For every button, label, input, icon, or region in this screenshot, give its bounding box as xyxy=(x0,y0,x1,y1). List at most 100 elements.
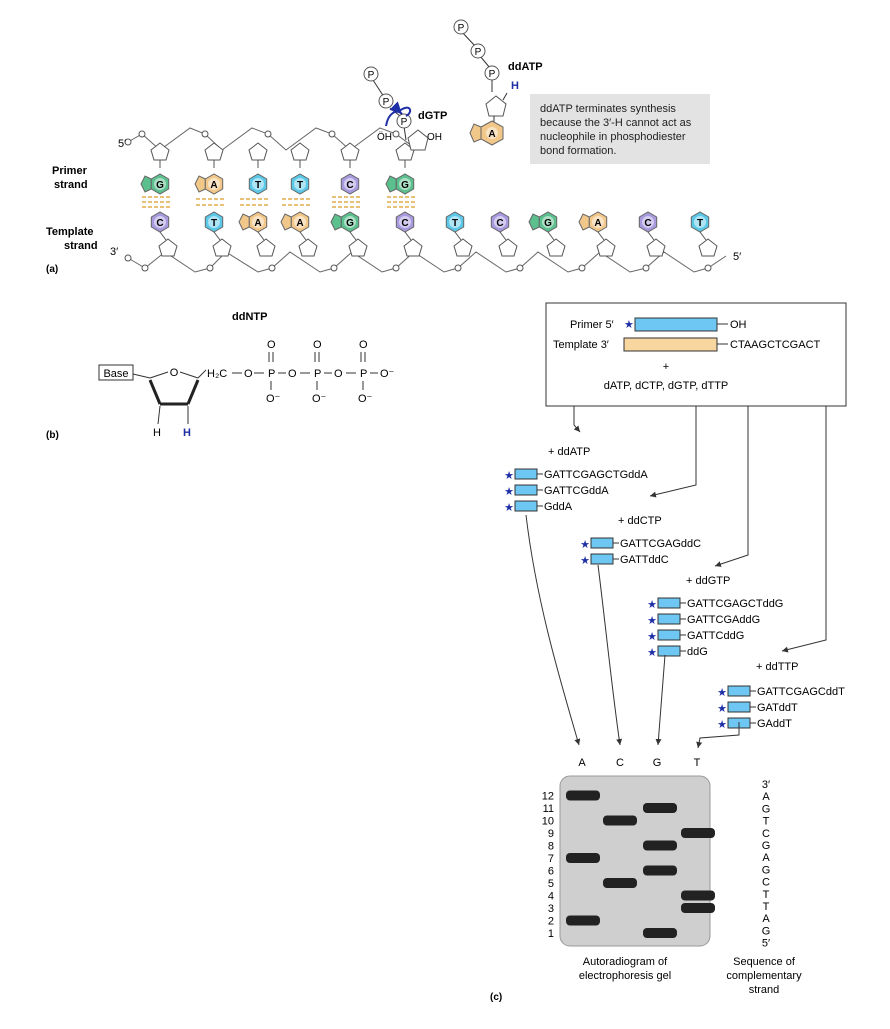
template-label: Template 3′ xyxy=(553,339,609,351)
sugar-ring xyxy=(546,238,566,257)
sugar-ring xyxy=(340,142,360,161)
sugar-ring xyxy=(248,142,268,161)
glycosidic-bond xyxy=(547,231,555,241)
sequence-letter: G xyxy=(762,803,771,815)
dntps-label: dATP, dCTP, dGTP, dTTP xyxy=(604,380,729,392)
sugar-ring xyxy=(596,238,616,257)
template-3prime-label: 3′ xyxy=(110,246,118,258)
base-letter: T xyxy=(255,180,261,191)
ddatp-base-pentagon xyxy=(469,123,482,143)
arrow-to-ddttp xyxy=(781,406,827,653)
template-strand-label-line1: Template xyxy=(46,226,93,238)
ddatp-phosphate-2-label: P xyxy=(475,47,482,58)
template-nucleotide: T xyxy=(690,211,718,257)
c4-c5-bond xyxy=(197,369,207,379)
attacking-oh-label: ÖH xyxy=(377,131,392,143)
primer-strand-label-line1: Primer xyxy=(52,165,88,177)
backbone-phosphate-node xyxy=(264,130,272,138)
ring-bond-o-c4 xyxy=(179,371,199,379)
gel-band xyxy=(643,840,677,851)
template-nucleotide: C xyxy=(638,211,666,257)
base-letter: T xyxy=(697,218,703,229)
purine-pentagon xyxy=(238,213,250,231)
primer-star-icon: ★ xyxy=(624,319,634,331)
glycosidic-bond xyxy=(349,231,357,241)
template-5prime-label: 5′ xyxy=(733,251,741,263)
double-bond-oxygen: O xyxy=(313,339,322,351)
purine-pentagon xyxy=(385,175,397,193)
primer-oh-label: OH xyxy=(730,319,747,331)
product-sequence: GATTCddG xyxy=(687,630,744,642)
backbone-phosphate-node xyxy=(704,264,712,272)
glycosidic-bond xyxy=(454,231,462,241)
base-dot xyxy=(542,216,554,228)
hydrogen-bonds xyxy=(142,196,417,208)
base-letter: G xyxy=(156,180,164,191)
template-nucleotide: G xyxy=(330,211,368,257)
plus-sign: + xyxy=(663,361,669,373)
backbone-phosphate-node xyxy=(206,264,214,272)
arrow-to-ddatp xyxy=(573,406,581,433)
primer-bar xyxy=(657,629,681,641)
primer-bar xyxy=(727,685,751,697)
sugar-ring xyxy=(256,238,276,257)
gel-band xyxy=(603,878,637,888)
primer-nucleotide: T xyxy=(290,142,310,195)
base-letter: C xyxy=(496,218,503,229)
dgtp-sugar xyxy=(407,129,429,151)
seq-caption-line1: Sequence of xyxy=(733,956,796,968)
star-icon: ★ xyxy=(504,502,514,514)
sequence-letter: C xyxy=(762,877,770,889)
ddntp-title: ddNTP xyxy=(232,311,267,323)
base-letter: C xyxy=(346,180,353,191)
sugar-ring xyxy=(498,238,518,257)
product-sequence: GATddT xyxy=(757,702,798,714)
sequence-letter: G xyxy=(762,840,771,852)
band-number: 11 xyxy=(543,803,554,815)
template-nucleotide: A xyxy=(280,211,318,257)
base-letter: G xyxy=(544,218,552,229)
primer-nucleotide: G xyxy=(140,142,170,195)
lane-label: G xyxy=(653,757,662,769)
glycosidic-bond xyxy=(299,231,307,241)
gel-bands xyxy=(566,790,715,938)
dgtp-phosphate-circle-icon xyxy=(396,113,412,129)
panel-c-label: (c) xyxy=(490,992,502,1003)
h2c-label: H₂C xyxy=(207,368,227,380)
base-letter: T xyxy=(452,218,458,229)
ddatp-phosphate-circle-icon xyxy=(484,65,500,81)
band-number: 7 xyxy=(548,853,554,865)
reaction-title: + ddCTP xyxy=(618,515,662,527)
base-dot xyxy=(294,178,306,190)
glycosidic-bond xyxy=(647,231,655,241)
sequence-letter: T xyxy=(763,816,770,828)
purine-pentagon xyxy=(140,175,152,193)
sugar-ring xyxy=(395,142,415,161)
template-nucleotide: T xyxy=(204,211,232,257)
phosphate-o-minus: O⁻ xyxy=(266,393,281,405)
template-nucleotide: C xyxy=(150,211,178,257)
product-sequence: GATTCGAGddC xyxy=(620,538,701,550)
base-box xyxy=(98,364,134,381)
base-to-c1-bond xyxy=(132,373,151,379)
band-number: 3 xyxy=(548,903,554,915)
base-dot xyxy=(494,216,506,228)
star-icon: ★ xyxy=(580,539,590,551)
gel-band xyxy=(681,828,715,838)
primer-nucleotide: G xyxy=(385,142,415,195)
sugar-ring xyxy=(698,238,718,257)
star-icon: ★ xyxy=(647,647,657,659)
ddatp-phosphate-circle-icon xyxy=(453,19,469,35)
base-dot xyxy=(449,216,461,228)
arrow-to-ddctp xyxy=(649,406,697,498)
panel-c: Primer 5′ ★ OH Template 3′ CTAAGCTCGACT … xyxy=(490,302,847,1003)
double-bond-oxygen: O xyxy=(267,339,276,351)
product-sequence: GATTddC xyxy=(620,554,669,566)
phosphate-o-minus: O⁻ xyxy=(358,393,373,405)
template-nucleotide: A xyxy=(238,211,276,257)
template-nucleotide: C xyxy=(490,211,518,257)
primer-label: Primer 5′ xyxy=(570,319,614,331)
backbone-phosphate-node xyxy=(124,254,132,262)
star-icon: ★ xyxy=(580,555,590,567)
